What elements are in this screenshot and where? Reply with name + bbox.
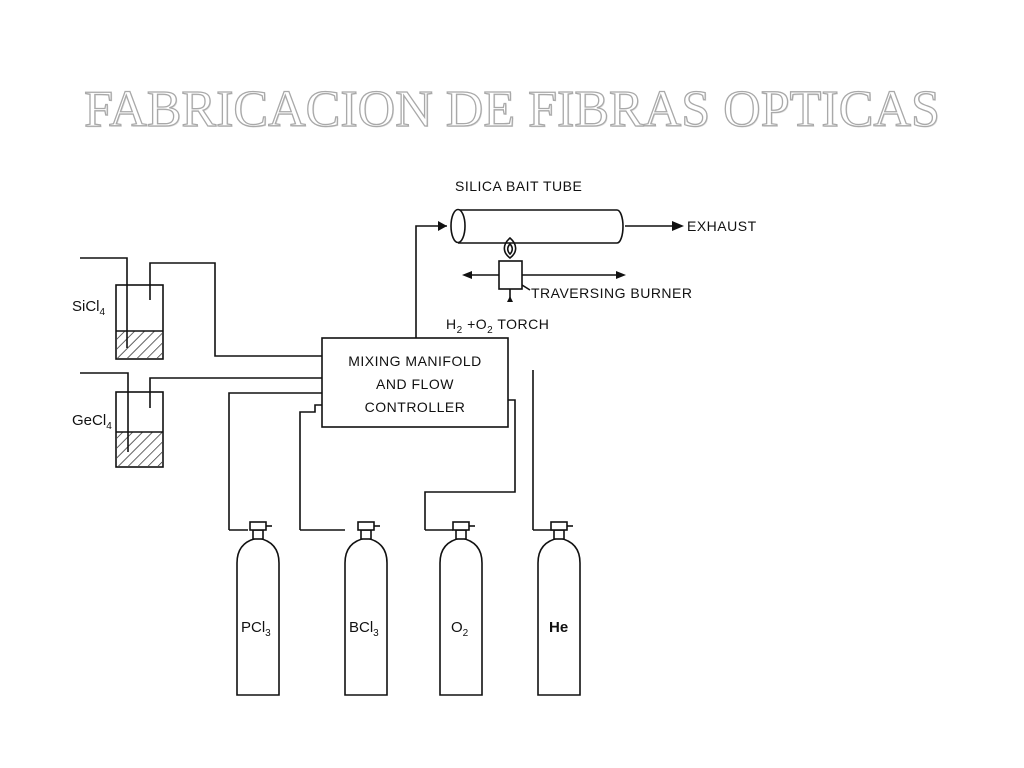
pcl3-label: PCl3	[241, 619, 271, 639]
slide-title: FABRICACION DE FIBRAS OPTICAS	[83, 80, 940, 138]
gecl4-bubbler	[115, 391, 164, 468]
traversing-burner	[498, 260, 523, 290]
traversing-burner-label: TRAVERSING BURNER	[531, 285, 692, 301]
bcl3-label: BCl3	[349, 619, 379, 639]
torch-label: H2 +O2 TORCH	[446, 316, 549, 336]
silica-bait-tube	[450, 208, 624, 244]
sicl4-inlet-pipe	[80, 257, 128, 348]
sicl4-label: SiCl4	[72, 298, 106, 318]
manifold-label-line2: AND FLOW	[376, 376, 454, 392]
exhaust-label: EXHAUST	[687, 218, 757, 234]
gecl4-outlet-pipe	[149, 377, 322, 408]
sicl4-bubbler	[115, 284, 164, 360]
he-label: He	[549, 619, 568, 636]
torch-flame	[503, 236, 517, 260]
mixing-manifold-box	[321, 337, 509, 428]
gecl4-label: GeCl4	[72, 412, 112, 432]
o2-pipe	[424, 399, 516, 530]
manifold-label-line3: CONTROLLER	[365, 399, 466, 415]
bcl3-cylinder	[344, 521, 388, 696]
o2-cylinder	[439, 521, 483, 696]
pcl3-cylinder	[236, 521, 280, 696]
manifold-label-line1: MIXING MANIFOLD	[348, 353, 482, 369]
o2-label: O2	[451, 619, 469, 639]
manifold-to-tube-pipe	[415, 225, 447, 338]
pcl3-pipe	[228, 392, 322, 530]
sicl4-outlet-pipe	[149, 262, 322, 357]
silica-bait-tube-label: SILICA BAIT TUBE	[455, 178, 582, 194]
gecl4-inlet-pipe	[80, 372, 129, 452]
he-cylinder	[537, 521, 581, 696]
bcl3-pipe	[299, 404, 322, 530]
